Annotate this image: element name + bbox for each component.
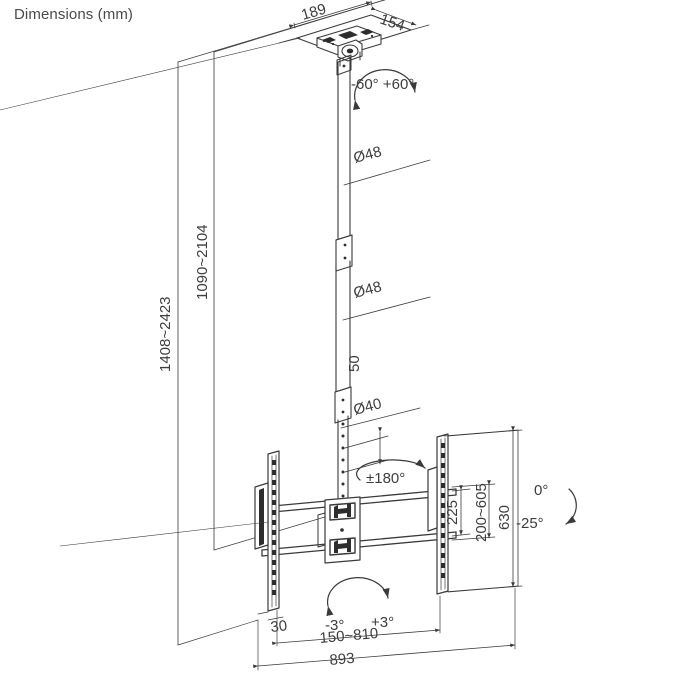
pole-joint-upper [335, 234, 353, 272]
dim-panel-height [447, 426, 523, 593]
pole-adjust-holes [341, 422, 345, 498]
dim-vesa-horizontal [272, 595, 441, 647]
pole-upper [336, 54, 352, 247]
rotation-arrow [356, 459, 426, 481]
label-vesa-range: 200~605 [473, 483, 490, 542]
vesa-bracket-right-hook [427, 466, 438, 532]
dim-wall-gap [257, 611, 284, 621]
label-swivel-top: -60° +60° [351, 76, 414, 93]
label-tilt-side-zero: 0° [534, 482, 548, 499]
label-wall-gap: 30 [270, 617, 288, 636]
bracket-center-hub [317, 496, 361, 564]
dim-panel-width [253, 587, 516, 671]
leader-dia48-mid [342, 296, 431, 321]
dim-vesa-225 [451, 485, 471, 537]
label-vesa-225: 225 [444, 500, 461, 525]
pole-joint-lower [334, 386, 352, 424]
label-dia48-upper: Ø48 [352, 143, 384, 167]
label-hole-pitch: 50 [346, 355, 363, 372]
leader-dia40 [340, 407, 421, 429]
dim-height-total [177, 0, 386, 646]
pole-middle [335, 260, 351, 411]
label-dia48-mid: Ø48 [352, 278, 384, 302]
label-vesa-horizontal: 150~810 [319, 625, 379, 647]
dim-vesa-range [451, 480, 496, 541]
label-tilt-side-neg: -25° [516, 515, 544, 532]
label-rotation: ±180° [366, 470, 405, 487]
label-dia40: Ø40 [352, 395, 384, 419]
swivel-arc-top [353, 69, 417, 111]
dim-plate-depth [370, 6, 417, 26]
vesa-rail-left-slots [272, 460, 276, 595]
leader-dia48-upper [343, 159, 431, 186]
label-tilt-pos: +3° [371, 614, 394, 631]
mount-head [316, 25, 382, 67]
label-tilt-neg: -3° [325, 617, 344, 634]
dim-hole-pitch [344, 427, 389, 473]
tilt-arc-bottom [326, 577, 390, 617]
label-panel-width: 893 [329, 650, 355, 669]
vesa-bracket-left-hook [254, 482, 269, 550]
label-panel-height: 630 [496, 505, 513, 530]
label-plate-depth: 154 [378, 11, 407, 35]
construction-lines [0, 37, 301, 547]
label-plate-width: 189 [299, 1, 328, 24]
page-title: Dimensions (mm) [14, 6, 134, 23]
label-height-total: 1408~2423 [157, 297, 174, 373]
tilt-arc-side [565, 488, 577, 525]
label-height-pole: 1090~2104 [194, 225, 211, 301]
vesa-rail-right-slots [441, 443, 445, 578]
